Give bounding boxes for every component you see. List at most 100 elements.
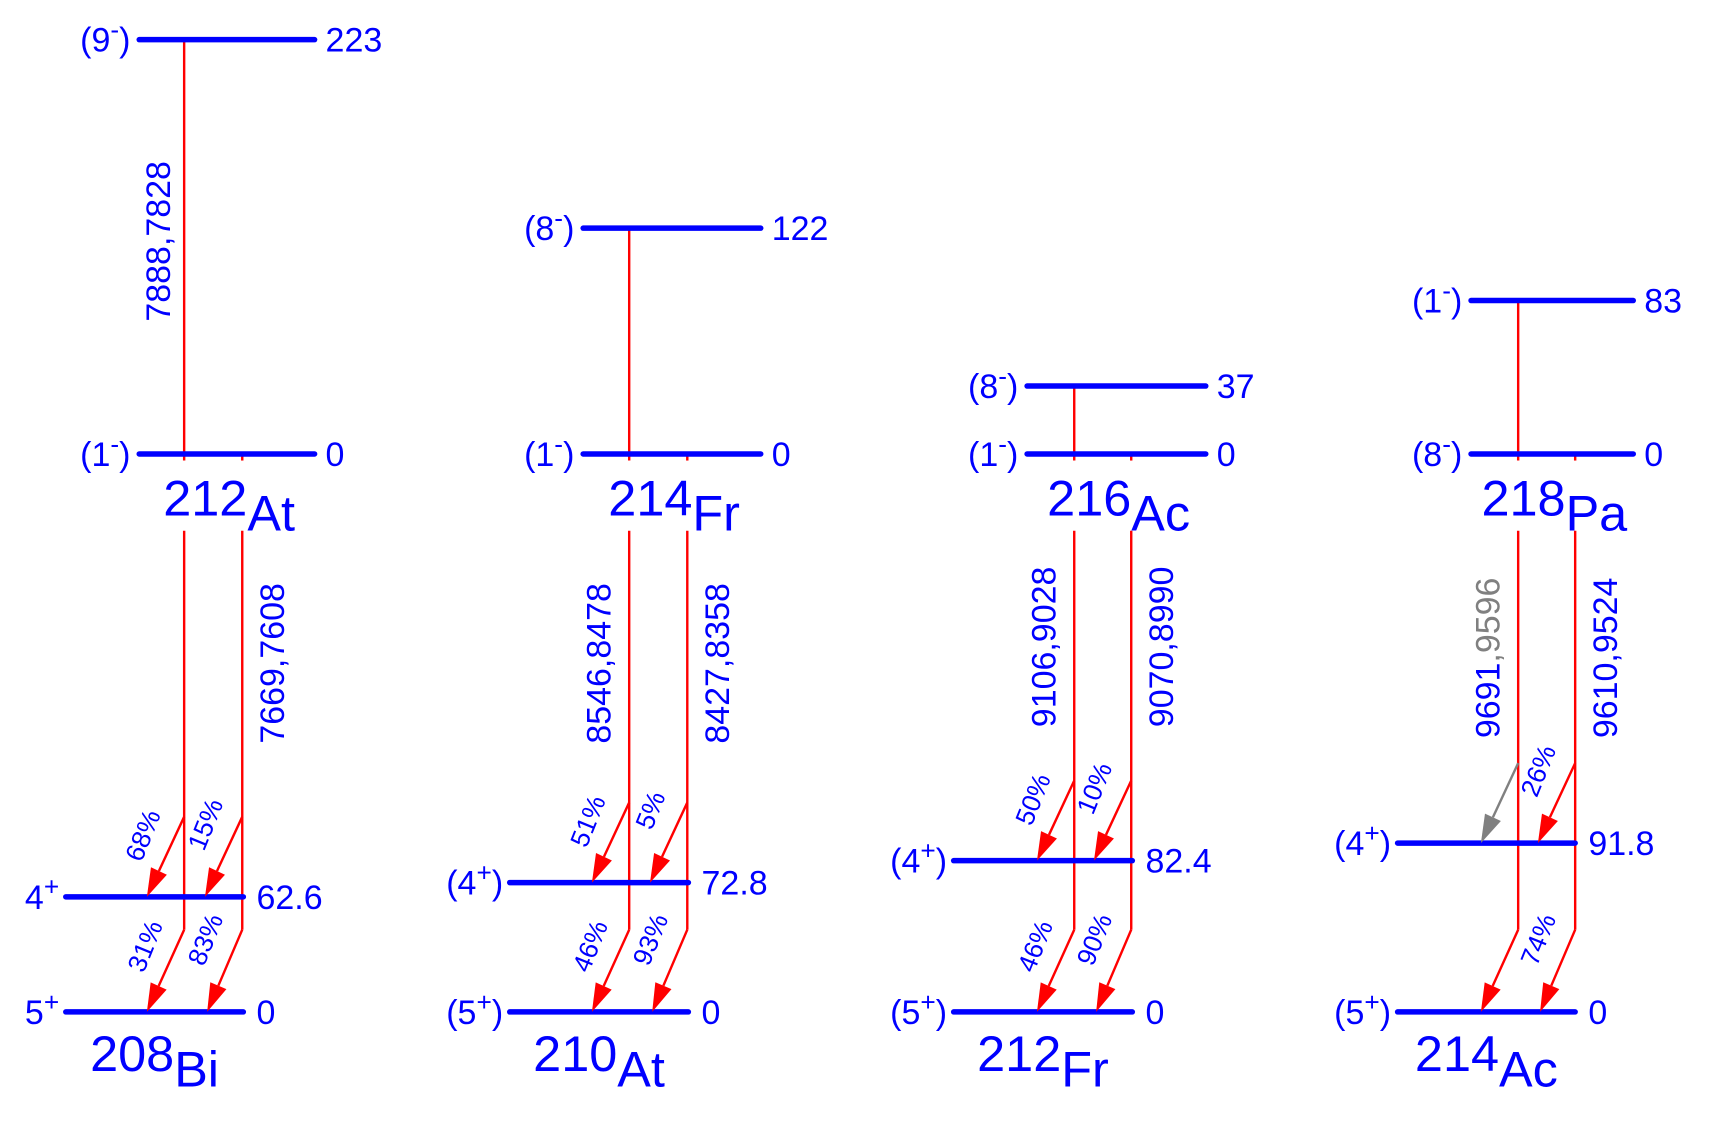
parity-sign: + [1364,987,1379,1017]
level-energy-label: 72.8 [702,865,768,903]
spin-parity-label: (4+) [890,836,947,881]
energy-value: 37 [1217,368,1255,406]
arrowhead-icon [1480,813,1501,844]
level-energy-label: 62.6 [257,879,323,917]
alpha-energy-label: 9610,9524 [1587,578,1625,739]
element-symbol: Ac [1499,1040,1558,1097]
level-energy-label: 83 [1644,283,1682,321]
alpha-branch-line [157,816,186,872]
alpha-energy-value: 7888,7828 [140,161,178,322]
branching-value: 50% [1009,769,1057,829]
spin-value: 4 [458,865,477,903]
level-energy-label: 0 [1217,436,1236,474]
alpha-branch-line [215,816,244,872]
decay-scheme-216Ac: (8-)37(1-)0216Ac(4+)82.4(5+)0212Fr50%10%… [890,361,1254,1098]
spin-value: 9 [91,22,110,60]
energy-value: 0 [1217,436,1236,474]
spin-value: 8 [1423,436,1442,474]
arrowhead-icon [1036,831,1057,861]
arrowhead-icon [146,982,167,1012]
level-energy-label: 0 [772,436,791,474]
parity-sign: + [1364,818,1379,848]
parity-sign: - [998,429,1007,459]
arrowhead-icon [1096,982,1116,1012]
parity-sign: + [476,857,491,887]
mass-number: 208 [90,1025,174,1082]
spin-parity-label: (1-) [968,429,1018,474]
daughter-nuclide-label: 212Fr [977,1025,1109,1097]
branching-ratio-label: 74% [1515,909,1563,969]
branching-value: 74% [1515,909,1563,969]
spin-parity-label: (9-) [80,15,130,60]
arrowhead-icon [591,982,612,1012]
spin-value: 5 [1345,994,1364,1032]
alpha-energy-label: 9691,9596 [1470,578,1508,739]
alpha-energy-value: 9610,9524 [1587,578,1625,739]
spin-parity-label: (5+) [1334,987,1391,1032]
spin-parity-label: 4+ [25,872,59,917]
energy-value: 72.8 [702,865,768,903]
spin-parity-label: (4+) [446,857,503,902]
element-symbol: Fr [1061,1040,1109,1097]
spin-parity-label: (8-) [524,203,574,248]
alpha-branch-line [662,929,689,987]
energy-value: 0 [1145,994,1164,1032]
daughter-nuclide-label: 208Bi [90,1025,219,1097]
level-energy-label: 0 [1588,994,1607,1032]
branching-ratio-label: 68% [119,805,167,865]
decay-scheme-218Pa: (1-)83(8-)0218Pa(4+)91.8(5+)0214Ac26%74%… [1334,275,1682,1097]
arrowhead-icon [1540,982,1560,1012]
energy-value: 0 [702,994,721,1032]
parent-nuclide-label: 218Pa [1481,469,1628,541]
branching-ratio-label: 50% [1009,769,1057,829]
level-energy-label: 0 [702,994,721,1032]
arrowhead-icon [650,853,671,883]
energy-value: 82.4 [1145,843,1211,881]
branching-value: 46% [1011,916,1059,976]
alpha-branch-line [1548,762,1577,818]
mass-number: 212 [977,1025,1061,1082]
branching-ratio-label: 31% [121,916,169,976]
branching-value: 83% [182,909,230,969]
spin-parity-label: (8-) [968,361,1018,406]
energy-value: 91.8 [1588,825,1654,863]
alpha-branch-line [217,929,244,987]
parity-sign: - [998,361,1007,391]
alpha-energy-value: 9070,8990 [1143,567,1181,728]
branching-ratio-label: 93% [627,909,675,969]
alpha-energy-value: 9691 [1470,663,1508,739]
arrowhead-icon [146,867,167,897]
branching-ratio-label: 15% [182,794,230,854]
alpha-energy-label: 8427,8358 [699,583,737,744]
level-energy-label: 223 [326,22,383,60]
spin-parity-label: (1-) [524,429,574,474]
spin-value: 1 [91,436,110,474]
level-energy-label: 0 [257,994,276,1032]
arrowhead-icon [1480,982,1501,1012]
energy-value: 0 [772,436,791,474]
daughter-nuclide-label: 214Ac [1415,1025,1558,1097]
arrowhead-icon [1093,831,1114,861]
alpha-energy-value: 7669,7608 [254,583,292,744]
parity-sign: - [110,15,119,45]
parity-sign: + [920,987,935,1017]
energy-value: 0 [1588,994,1607,1032]
branching-ratio-label: 46% [566,916,614,976]
alpha-energy-value: ,9596 [1470,578,1508,663]
element-symbol: Ac [1131,485,1190,542]
branching-ratio-label: 26% [1515,741,1563,801]
energy-value: 0 [257,994,276,1032]
parent-nuclide-label: 214Fr [608,469,740,541]
level-energy-label: 82.4 [1145,843,1211,881]
branching-value: 15% [182,794,230,854]
branching-value: 31% [121,916,169,976]
energy-value: 83 [1644,283,1682,321]
spin-value: 1 [535,436,554,474]
branching-value: 51% [564,791,612,851]
decay-scheme-214Fr: (8-)122(1-)0214Fr(4+)72.8(5+)0210At51%5%… [446,203,828,1097]
spin-parity-label: (8-) [1412,429,1462,474]
branching-value: 68% [119,805,167,865]
branching-value: 5% [629,787,671,833]
branching-value: 93% [627,909,675,969]
parity-sign: + [476,987,491,1017]
